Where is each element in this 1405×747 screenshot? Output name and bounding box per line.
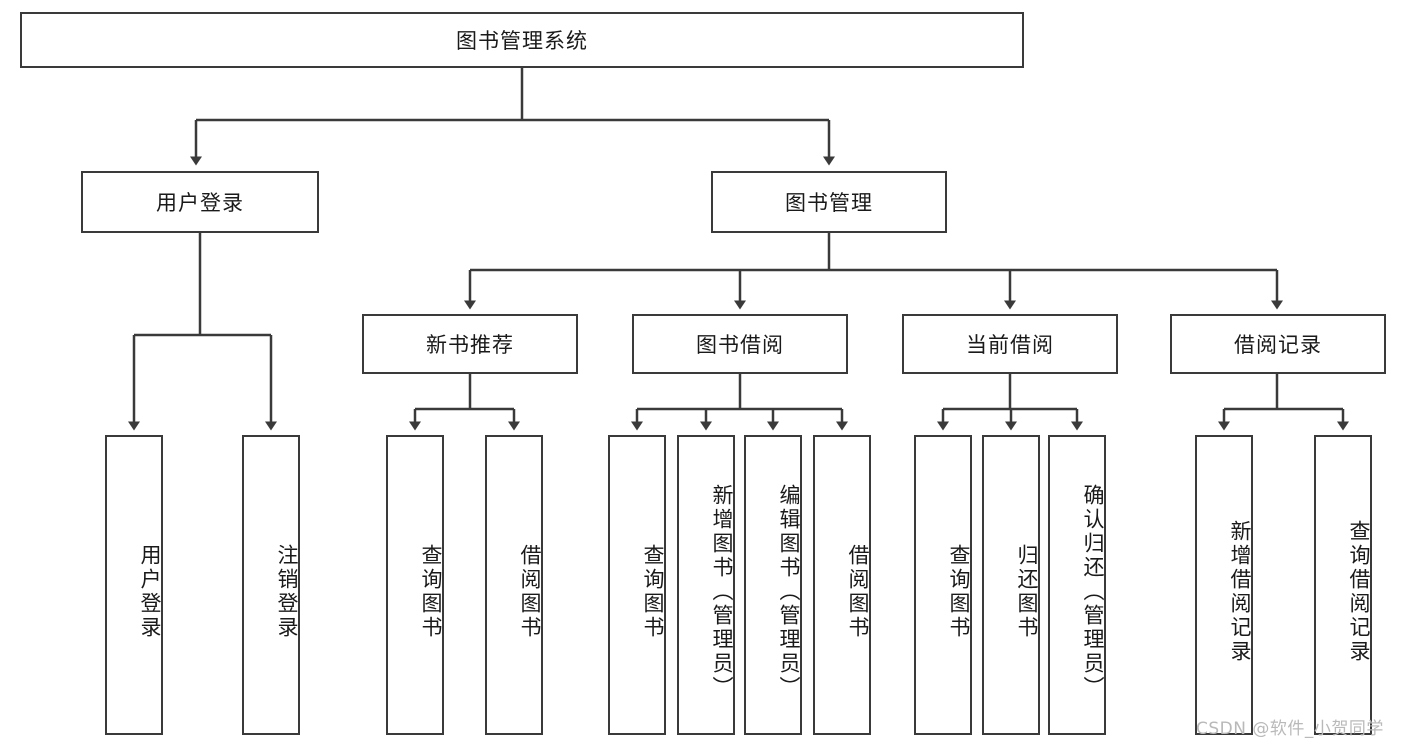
node-label: 新增图书（管理员） — [710, 484, 734, 700]
node-label: 确认归还（管理员） — [1081, 484, 1105, 700]
node-label: 查询图书 — [641, 544, 665, 640]
node-root-system[interactable]: 图书管理系统 — [20, 12, 1024, 68]
node-label: 查询借阅记录 — [1347, 520, 1371, 664]
node-book-borrow[interactable]: 图书借阅 — [632, 314, 848, 374]
node-label: 借阅图书 — [518, 544, 542, 640]
node-label: 归还图书 — [1015, 544, 1039, 640]
leaf-current-borrow-confirm-return[interactable]: 确认归还（管理员） — [1048, 435, 1106, 735]
leaf-user-login-logout[interactable]: 注销登录 — [242, 435, 300, 735]
leaf-current-borrow-return[interactable]: 归还图书 — [982, 435, 1040, 735]
node-borrow-record[interactable]: 借阅记录 — [1170, 314, 1386, 374]
node-current-borrow[interactable]: 当前借阅 — [902, 314, 1118, 374]
leaf-new-book-borrow[interactable]: 借阅图书 — [485, 435, 543, 735]
node-label: 图书管理 — [785, 191, 873, 215]
leaf-book-borrow-add[interactable]: 新增图书（管理员） — [677, 435, 735, 735]
leaf-user-login-login[interactable]: 用户登录 — [105, 435, 163, 735]
leaf-current-borrow-query[interactable]: 查询图书 — [914, 435, 972, 735]
node-label: 当前借阅 — [966, 333, 1054, 357]
leaf-book-borrow-edit[interactable]: 编辑图书（管理员） — [744, 435, 802, 735]
leaf-borrow-record-add[interactable]: 新增借阅记录 — [1195, 435, 1253, 735]
node-user-login[interactable]: 用户登录 — [81, 171, 319, 233]
node-label: 查询图书 — [947, 544, 971, 640]
node-label: 用户登录 — [156, 191, 244, 215]
node-label: 借阅记录 — [1234, 333, 1322, 357]
node-label: 图书借阅 — [696, 333, 784, 357]
node-new-book-recommend[interactable]: 新书推荐 — [362, 314, 578, 374]
node-label: 注销登录 — [275, 544, 299, 640]
leaf-book-borrow-query[interactable]: 查询图书 — [608, 435, 666, 735]
csdn-watermark: CSDN @软件_小贺同学 — [1196, 719, 1384, 739]
node-label: 编辑图书（管理员） — [777, 484, 801, 700]
leaf-borrow-record-query[interactable]: 查询借阅记录 — [1314, 435, 1372, 735]
node-label: 查询图书 — [419, 544, 443, 640]
node-label: 新增借阅记录 — [1228, 520, 1252, 664]
node-book-management[interactable]: 图书管理 — [711, 171, 947, 233]
leaf-new-book-query[interactable]: 查询图书 — [386, 435, 444, 735]
node-label: 用户登录 — [138, 544, 162, 640]
node-label: 借阅图书 — [846, 544, 870, 640]
node-label: 图书管理系统 — [456, 29, 588, 53]
leaf-book-borrow-borrow[interactable]: 借阅图书 — [813, 435, 871, 735]
node-label: 新书推荐 — [426, 333, 514, 357]
